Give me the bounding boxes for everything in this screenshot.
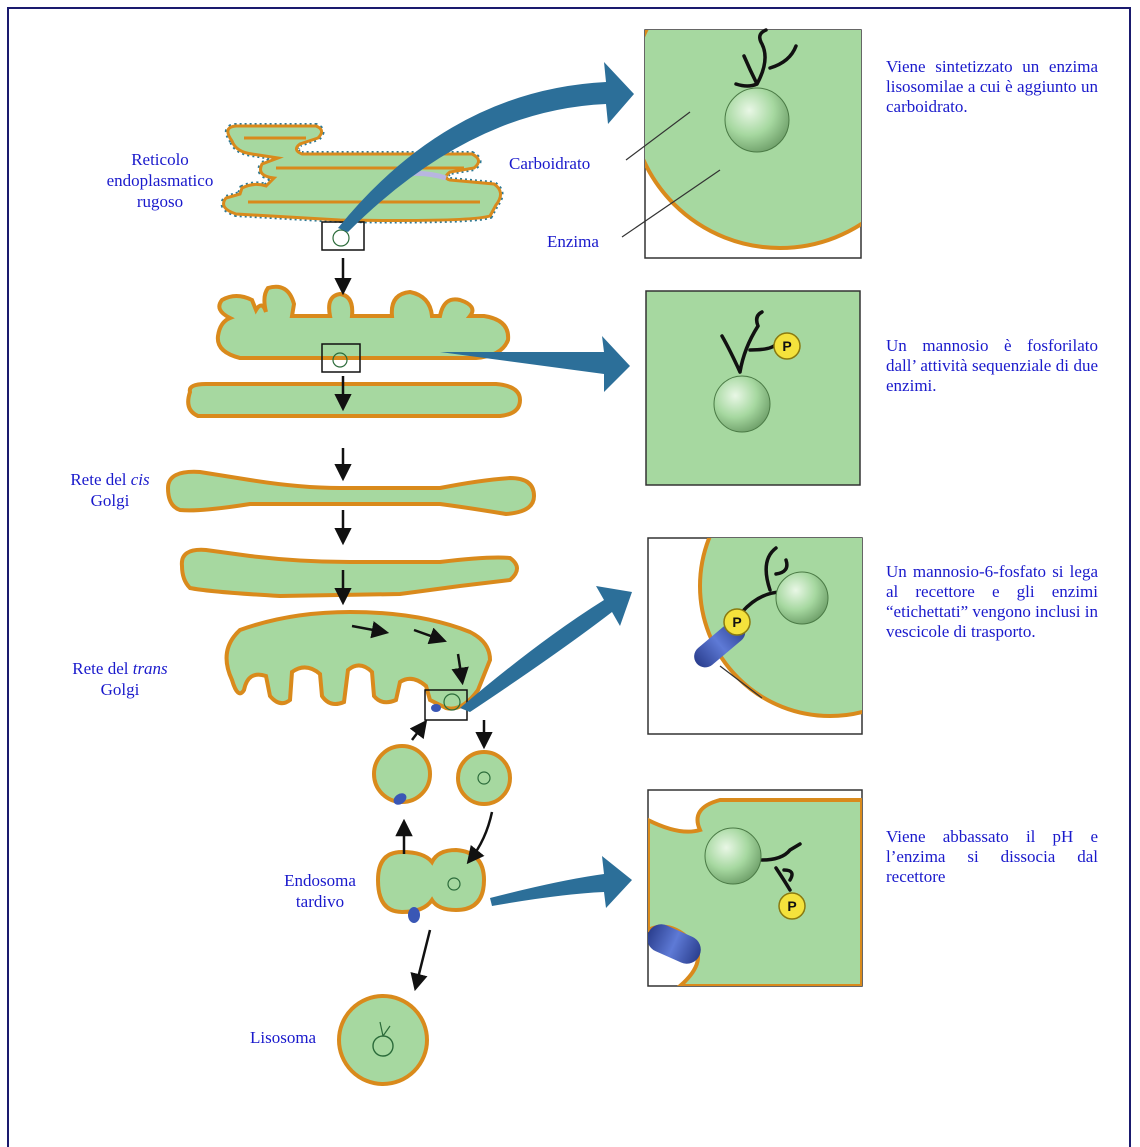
rer-label-line1: Reticolo xyxy=(70,149,250,170)
description-4: Viene abbassato il pH e l’enzima si diss… xyxy=(886,827,1098,887)
trans-line2: Golgi xyxy=(40,679,200,700)
description-2: Un mannosio è fosforilato dall’ attività… xyxy=(886,336,1098,396)
golgi-medial-cisterna xyxy=(182,550,517,596)
phosphate-label-4: P xyxy=(787,898,796,914)
panel-1 xyxy=(622,0,930,258)
lysosome-label: Lisosoma xyxy=(250,1027,316,1048)
description-3: Un mannosio-6-fosfato si lega al recetto… xyxy=(886,562,1098,642)
lysosome xyxy=(339,996,427,1084)
cis-line2: Golgi xyxy=(40,490,180,511)
golgi-cisterna-2 xyxy=(188,384,520,416)
er-enzyme-mini xyxy=(333,230,349,246)
trans-receptor-mini xyxy=(431,704,441,712)
endosome-label-line1: Endosoma xyxy=(260,870,380,891)
panel-2 xyxy=(646,291,860,485)
carbohydrate-label: Carboidrato xyxy=(509,153,590,174)
cis-golgi-label: Rete del cis Golgi xyxy=(40,469,180,511)
cis-prefix: Rete del xyxy=(70,470,130,489)
trans-golgi-label: Rete del trans Golgi xyxy=(40,658,200,700)
phosphate-label-2: P xyxy=(782,338,791,354)
description-1: Viene sintetizzato un enzima lisosomilae… xyxy=(886,57,1098,117)
phosphate-label-3: P xyxy=(732,614,741,630)
rer-label: Reticolo endoplasmatico rugoso xyxy=(70,149,250,212)
rer-label-line2: endoplasmatico xyxy=(70,170,250,191)
trans-em: trans xyxy=(133,659,168,678)
endosome-receptor xyxy=(408,907,420,923)
trans-prefix: Rete del xyxy=(72,659,132,678)
golgi-cis-network xyxy=(168,472,534,514)
endosome-label: Endosoma tardivo xyxy=(260,870,380,912)
cis-em: cis xyxy=(131,470,150,489)
rer-label-line3: rugoso xyxy=(70,191,250,212)
transport-vesicle xyxy=(458,752,510,804)
panel-4 xyxy=(643,790,862,986)
late-endosome xyxy=(378,850,484,912)
enzyme-label: Enzima xyxy=(547,231,599,252)
zoom-arrow-4 xyxy=(490,856,632,908)
endosome-label-line2: tardivo xyxy=(260,891,380,912)
golgi-cis-face-cisterna xyxy=(218,287,508,358)
